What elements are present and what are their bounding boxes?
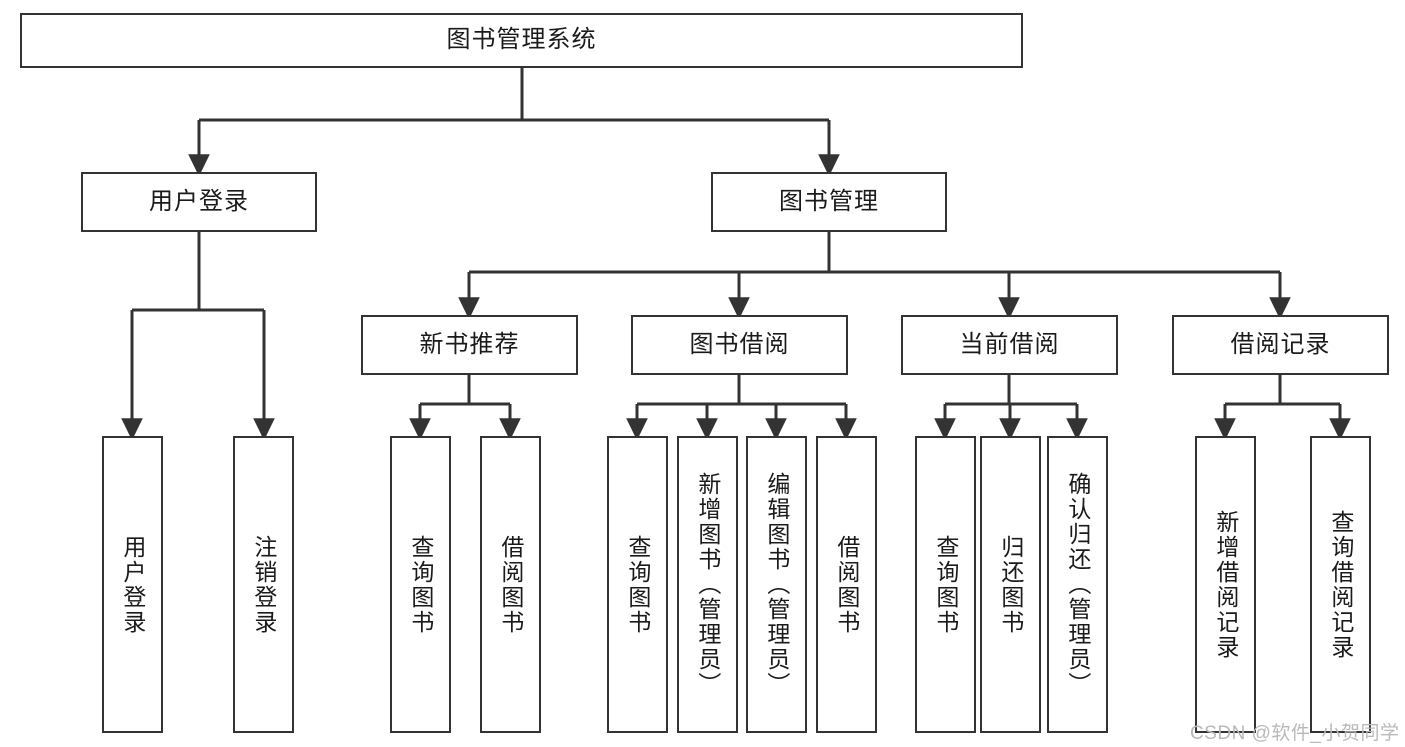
node-leaf-add-book-admin[interactable]: 新增图书（管理员）	[677, 436, 738, 733]
node-book-management-system[interactable]: 图书管理系统	[20, 13, 1023, 68]
node-label: 用户登录	[119, 534, 146, 635]
node-label: 查询图书	[624, 534, 651, 635]
node-label: 借阅图书	[497, 534, 524, 635]
node-label: 图书管理系统	[446, 26, 597, 54]
node-leaf-return-book[interactable]: 归还图书	[980, 436, 1041, 733]
node-label: 当前借阅	[959, 330, 1060, 358]
node-label: 借阅记录	[1230, 330, 1331, 358]
node-leaf-confirm-return-admin[interactable]: 确认归还（管理员）	[1047, 436, 1108, 733]
node-label: 确认归还（管理员）	[1064, 472, 1091, 697]
node-label: 借阅图书	[833, 534, 860, 635]
node-leaf-query-borrow-record[interactable]: 查询借阅记录	[1310, 436, 1371, 733]
node-user-login[interactable]: 用户登录	[81, 172, 317, 232]
node-leaf-user-login[interactable]: 用户登录	[102, 436, 163, 733]
node-leaf-add-borrow-record[interactable]: 新增借阅记录	[1195, 436, 1256, 733]
node-label: 图书借阅	[689, 330, 790, 358]
node-leaf-borrow-book-1[interactable]: 借阅图书	[480, 436, 541, 733]
node-label: 新书推荐	[419, 330, 520, 358]
node-book-borrow[interactable]: 图书借阅	[631, 315, 848, 375]
node-leaf-logout-login[interactable]: 注销登录	[233, 436, 294, 733]
node-label: 查询图书	[407, 534, 434, 635]
csdn-watermark: CSDN @软件_小贺同学	[1190, 723, 1400, 744]
node-label: 编辑图书（管理员）	[763, 472, 790, 697]
node-leaf-borrow-book-2[interactable]: 借阅图书	[816, 436, 877, 733]
node-leaf-edit-book-admin[interactable]: 编辑图书（管理员）	[746, 436, 807, 733]
node-label: 归还图书	[997, 534, 1024, 635]
node-leaf-query-book-2[interactable]: 查询图书	[607, 436, 668, 733]
node-current-borrow[interactable]: 当前借阅	[901, 315, 1118, 375]
node-label: 用户登录	[149, 187, 249, 215]
node-label: 查询借阅记录	[1327, 509, 1354, 660]
node-label: 注销登录	[250, 534, 277, 635]
node-book-management[interactable]: 图书管理	[711, 172, 947, 232]
node-label: 新增图书（管理员）	[694, 472, 721, 697]
node-label: 新增借阅记录	[1212, 509, 1239, 660]
node-borrow-record[interactable]: 借阅记录	[1172, 315, 1389, 375]
node-label: 查询图书	[932, 534, 959, 635]
node-leaf-query-book-3[interactable]: 查询图书	[915, 436, 976, 733]
node-new-book-recommend[interactable]: 新书推荐	[361, 315, 578, 375]
node-label: 图书管理	[779, 187, 879, 215]
node-leaf-query-book-1[interactable]: 查询图书	[390, 436, 451, 733]
